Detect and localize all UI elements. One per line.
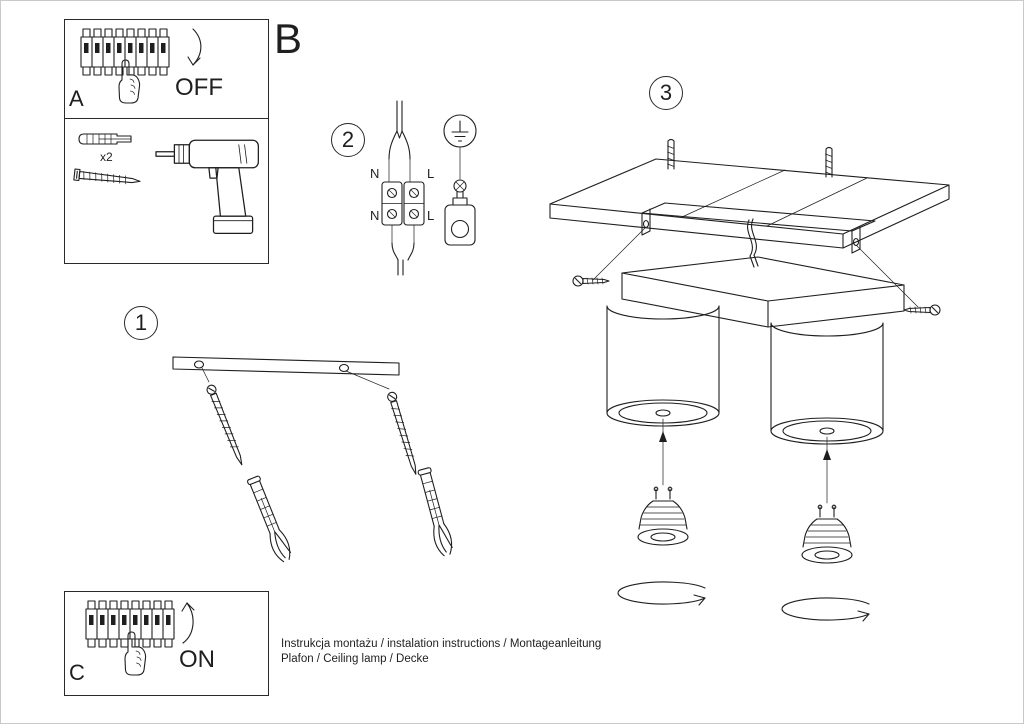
footer-product-line: Plafon / Ceiling lamp / Decke	[281, 653, 429, 665]
assembly-arrow-left	[659, 418, 667, 486]
alignment-line	[592, 226, 919, 308]
power-wire-drawing	[747, 218, 759, 268]
breaker-panel-c-drawing	[86, 601, 174, 647]
wall-plug-left	[244, 474, 295, 565]
step-1-badge: 1	[124, 306, 158, 340]
expansion-screw-right	[386, 390, 421, 477]
step-3-number: 3	[659, 80, 673, 105]
mounting-stud-right	[824, 146, 833, 178]
canopy-drawing	[621, 256, 905, 328]
ceiling-panel-drawing	[549, 158, 950, 249]
canopy-screw-right	[903, 304, 941, 316]
cable-bottom-drawing	[391, 224, 415, 276]
step-1-number: 1	[134, 310, 148, 335]
mounting-stud-left	[666, 138, 675, 170]
assembly-arrow-right	[823, 436, 831, 504]
rotation-arrow-left-icon	[617, 581, 706, 606]
screw-icon	[73, 168, 141, 185]
mounting-bar-drawing	[172, 356, 400, 376]
wall-anchor-icon	[78, 133, 132, 145]
ground-clamp-drawing	[444, 179, 476, 246]
on-arrow-icon	[181, 602, 195, 644]
wire-n-bottom-label: N	[370, 208, 380, 223]
panel-a-label: A	[69, 86, 84, 111]
guide-line	[201, 367, 390, 390]
wall-plug-right	[415, 466, 456, 558]
rotation-arrow-right-icon	[781, 597, 870, 622]
gu10-bulb-left	[637, 486, 689, 546]
step-2-number: 2	[341, 127, 355, 152]
tools-box	[64, 118, 269, 264]
step-2-badge: 2	[331, 123, 365, 157]
panel-c-label: C	[69, 660, 85, 685]
section-b-label: B	[274, 15, 303, 62]
wire-n-top-label: N	[370, 166, 380, 181]
wire-l-top-label: L	[427, 166, 435, 181]
lamp-shade-left	[606, 305, 720, 427]
on-label: ON	[179, 646, 215, 673]
anchor-count-label: x2	[100, 150, 113, 164]
canopy-screw-left	[572, 275, 610, 287]
step-3-badge: 3	[649, 76, 683, 110]
terminal-block-drawing	[381, 181, 425, 226]
expansion-screw-left	[205, 383, 247, 468]
gu10-bulb-right	[801, 504, 853, 564]
lamp-shade-right	[770, 322, 884, 445]
footer-instructions-line: Instrukcja montażu / instalation instruc…	[281, 638, 602, 650]
off-label: OFF	[175, 74, 223, 101]
panel-c-box	[64, 591, 269, 696]
breaker-panel-a-drawing	[81, 29, 169, 75]
wire-l-bottom-label: L	[427, 208, 435, 223]
power-cable-drawing	[388, 100, 411, 183]
ground-symbol-icon	[443, 114, 477, 148]
mounting-bracket-drawing	[641, 202, 876, 254]
drill-icon	[155, 139, 259, 234]
off-arrow-icon	[187, 28, 202, 66]
